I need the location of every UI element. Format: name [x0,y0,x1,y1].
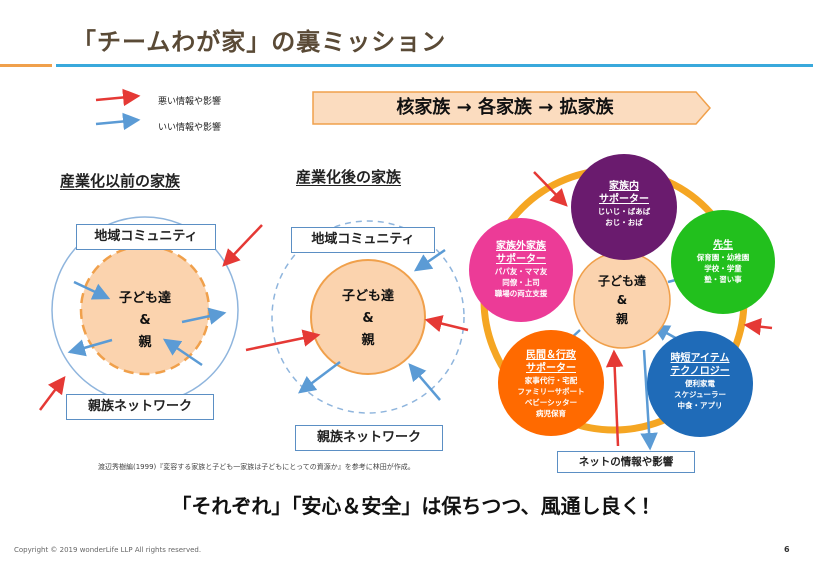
after-bad-arrow-2 [424,315,469,333]
sat-teacher-line-2: 学校・学童 [704,264,742,273]
sat-private-text: 民間＆行政 サポーター 家事代行・宅配 ファミリーサポート ベビーシッター 病児… [501,349,601,419]
before-core-line-2: & [139,313,151,328]
sat-private-title2: サポーター [526,363,576,374]
after-core-label: 子ども達 & 親 [318,286,418,352]
page-number: 6 [784,545,790,554]
after-core-line-3: 親 [361,333,375,348]
sat-teacher-circle [671,210,775,314]
legend-bad-label: 悪い情報や影響 [158,97,222,107]
before-heading: 産業化以前の家族 [60,172,181,190]
sat-teacher-title: 先生 [713,240,733,251]
sat-teacher-line-3: 塾・習い事 [704,275,742,284]
sat-inner-circle [571,154,677,260]
sat-tech-circle [647,331,753,437]
sat-outer-text: 家族外家族 サポーター パパ友・ママ友 同僚・上司 職場の両立支援 [471,240,571,299]
after-arrow-2 [298,361,341,394]
after-arrow-1 [413,248,446,272]
team-bad-arrow-net [605,349,624,447]
key-message: 「それぞれ」「安心＆安全」は保ちつつ、風通し良く！ [171,494,661,518]
sat-outer-line-3: 職場の両立支援 [494,289,548,298]
sat-private-circle [498,330,604,436]
after-core-line-1: 子ども達 [341,289,394,304]
after-arrow-3 [408,363,441,401]
sat-tech-line-3: 中食・アプリ [677,401,723,410]
source-note: 渡辺秀樹編(1999)『変容する家族と子ども一家族は子どもにとっての資源か』を参… [98,463,415,471]
sat-outer-title: 家族外家族 [496,241,546,252]
after-bad-arrow-1 [245,329,321,352]
sat-inner-title2: サポーター [599,194,649,205]
before-arrow-out-1 [181,307,227,325]
legend-good-arrow-icon [95,112,141,131]
before-community-label: 地域コミュニティ [76,224,216,250]
title-rule-orange [0,64,52,67]
sat-outer-circle [469,218,573,322]
before-core-line-1: 子ども達 [118,291,171,306]
page-title: 「チームわが家」の裏ミッション [72,28,447,56]
team-bad-arrow-2 [743,318,773,336]
sat-outer-line-1: パパ友・ママ友 [494,267,548,276]
after-community-label: 地域コミュニティ [291,227,435,253]
team-arrow-net-out [640,349,658,451]
after-network-label: 親族ネットワーク [295,425,443,451]
sat-inner-title: 家族内 [609,181,639,192]
sat-teacher-text: 先生 保育園・幼稚園 学校・学童 塾・習い事 [673,239,773,285]
title-rule-blue [56,64,813,67]
sat-private-title: 民間＆行政 [526,350,576,361]
before-arrow-in-1 [73,280,111,300]
before-network-label: 親族ネットワーク [66,394,214,420]
sat-teacher-line-1: 保育園・幼稚園 [696,253,750,262]
copyright: Copyright © 2019 wonderLife LLP All righ… [14,546,202,554]
team-core-label: 子ども達 & 親 [580,272,664,329]
before-core-line-3: 親 [138,335,152,350]
after-outer-circle [271,220,465,414]
legend-arrows [95,88,141,131]
legend-good-label: いい情報や影響 [158,123,222,133]
sat-outer-line-2: 同僚・上司 [502,278,540,287]
team-core-line-3: 親 [615,312,628,326]
sat-inner-text: 家族内 サポーター じいじ・ばあば おじ・おば [574,180,674,228]
after-heading: 産業化後の家族 [296,168,402,186]
sat-private-line-3: ベビーシッター [524,398,578,407]
before-bad-arrow-1 [222,224,263,267]
legend-bad-arrow-icon [95,88,141,107]
sat-tech-text: 時短アイテム テクノロジー 便利家電 スケジューラー 中食・アプリ [650,352,750,411]
before-arrow-in-2 [162,338,203,367]
sat-inner-line-1: じいじ・ばあば [597,207,651,216]
banner-text: 核家族 → 各家族 → 拡家族 [396,97,614,118]
team-core-line-1: 子ども達 [597,274,646,288]
sat-private-line-1: 家事代行・宅配 [524,376,578,385]
before-core-label: 子ども達 & 親 [95,288,195,354]
sat-tech-line-2: スケジューラー [674,390,726,399]
team-bad-arrow-1 [533,171,568,207]
before-arrow-out-2 [67,338,113,357]
sat-private-line-4: 病児保育 [536,409,566,418]
sat-tech-line-1: 便利家電 [685,379,715,388]
before-bad-arrow-2 [39,376,66,411]
banner-arrow-shape [312,91,711,125]
after-core-line-2: & [362,311,374,326]
sat-tech-title: 時短アイテム [670,353,730,364]
team-net-label: ネットの情報や影響 [557,451,695,473]
sat-private-line-2: ファミリーサポート [517,387,585,396]
sat-outer-title2: サポーター [496,254,546,265]
sat-inner-line-2: おじ・おば [605,218,643,227]
sat-tech-title2: テクノロジー [670,366,730,377]
team-core-line-2: & [616,293,628,307]
